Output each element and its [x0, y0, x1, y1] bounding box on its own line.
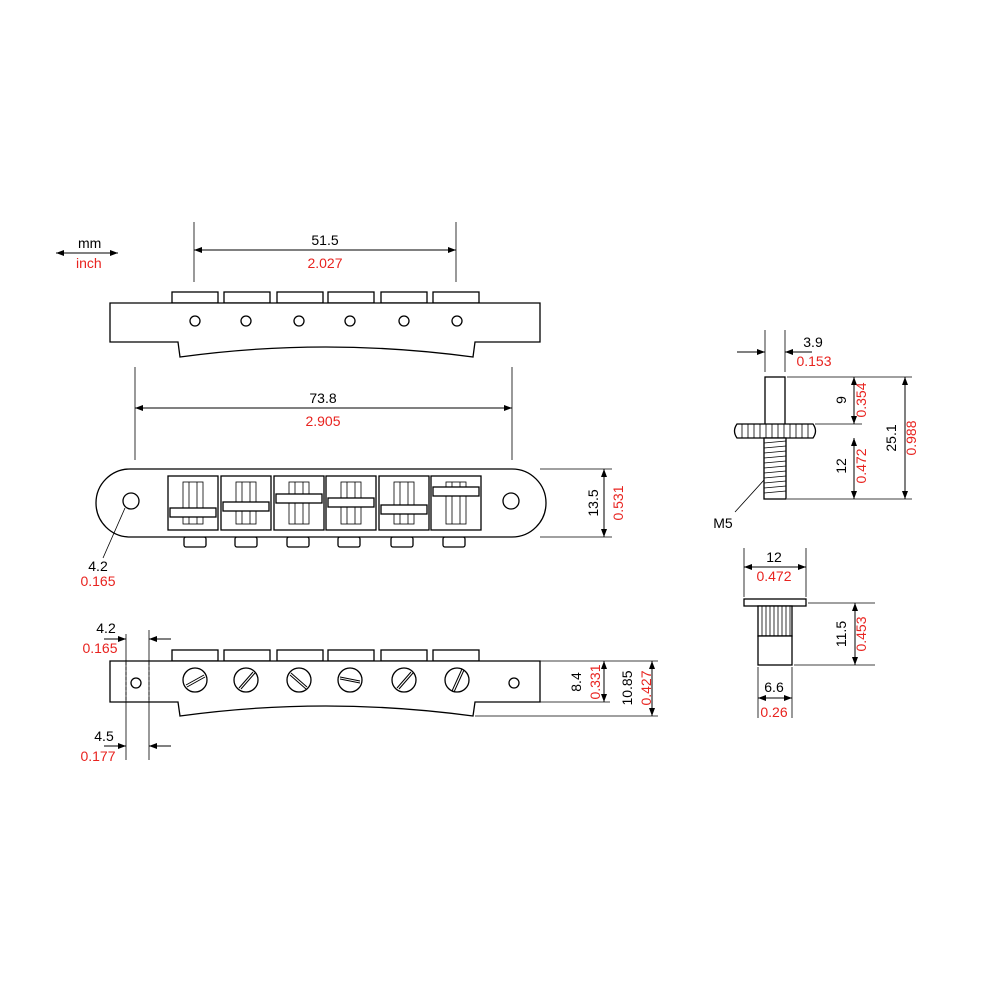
- thread-size-label: M5: [713, 515, 733, 531]
- post-anchor: 12 0.472 11.5 0.453 6.6 0.26: [743, 548, 875, 720]
- post-shaft: [764, 376, 786, 426]
- dim-post-total-mm: 25.1: [883, 424, 899, 451]
- unit-legend: mm inch: [56, 235, 118, 271]
- dim-post-upper-inch: 0.354: [853, 382, 869, 417]
- dim-post-upper-mm: 9: [833, 396, 849, 404]
- dim-anchor-body-inch: 0.26: [760, 704, 787, 720]
- saddles: [169, 481, 480, 525]
- dim-post-thread-inch: 0.472: [853, 448, 869, 483]
- dim-post-hole-inch: 0.165: [80, 573, 115, 589]
- post-hole-right: [502, 492, 520, 510]
- bridge-body-front: [109, 302, 541, 358]
- bridge-top-view: 73.8 2.905: [80, 367, 626, 589]
- dim-end-bottom-mm: 4.5: [94, 728, 114, 744]
- anchor-flange: [743, 598, 807, 607]
- dim-body-width-mm: 13.5: [585, 489, 601, 516]
- dim-post-tip-mm: 3.9: [803, 334, 823, 350]
- mounting-post: 3.9 0.153 9 0.354 12 0.472 25.1 0.988 M5: [713, 330, 919, 531]
- saddle-tops: [171, 291, 480, 304]
- dim-end-bottom-inch: 0.177: [80, 748, 115, 764]
- dim-body-height-inch: 0.331: [587, 664, 603, 699]
- saddle-slots: [167, 475, 482, 531]
- anchor-knurl: [757, 605, 793, 637]
- dim-total-height-inch: 0.427: [638, 670, 654, 705]
- dim-end-top-mm: 4.2: [96, 620, 116, 636]
- dim-post-thread-mm: 12: [833, 458, 849, 474]
- dim-total-length-inch: 2.905: [305, 413, 340, 429]
- post-hole-left: [122, 492, 140, 510]
- saddle-tops-rear: [171, 649, 480, 662]
- dim-anchor-body-mm: 6.6: [764, 679, 784, 695]
- dim-end-top-inch: 0.165: [82, 640, 117, 656]
- dim-anchor-flange-mm: 12: [766, 549, 782, 565]
- dim-post-tip-inch: 0.153: [796, 353, 831, 369]
- post-thread: [763, 437, 787, 500]
- dim-anchor-height-mm: 11.5: [833, 621, 849, 647]
- dim-body-width-inch: 0.531: [610, 485, 626, 520]
- slotted-screws: [182, 667, 470, 693]
- bridge-body-rear: [109, 660, 541, 717]
- dim-total-height-mm: 10.85: [619, 670, 635, 705]
- dim-post-hole-mm: 4.2: [88, 558, 108, 574]
- dim-body-height-mm: 8.4: [568, 672, 584, 692]
- dim-saddle-span-mm: 51.5: [311, 232, 338, 248]
- bridge-rear-view: 4.2 0.165 4.5 0.177 8.4 0.331 10.85 0.42…: [80, 620, 658, 764]
- bridge-front-view: 51.5 2.027: [109, 222, 541, 358]
- dim-saddle-span-inch: 2.027: [307, 255, 342, 271]
- post-thumbwheel: [733, 423, 817, 439]
- dim-post-total-inch: 0.988: [903, 420, 919, 455]
- dim-anchor-flange-inch: 0.472: [756, 568, 791, 584]
- anchor-body: [757, 635, 793, 666]
- dim-anchor-height-inch: 0.453: [853, 616, 869, 651]
- intonation-holes: [189, 315, 463, 327]
- bottom-screw-stubs: [183, 536, 466, 548]
- legend-mm: mm: [78, 235, 101, 251]
- dim-total-length-mm: 73.8: [309, 390, 336, 406]
- legend-inch: inch: [76, 255, 102, 271]
